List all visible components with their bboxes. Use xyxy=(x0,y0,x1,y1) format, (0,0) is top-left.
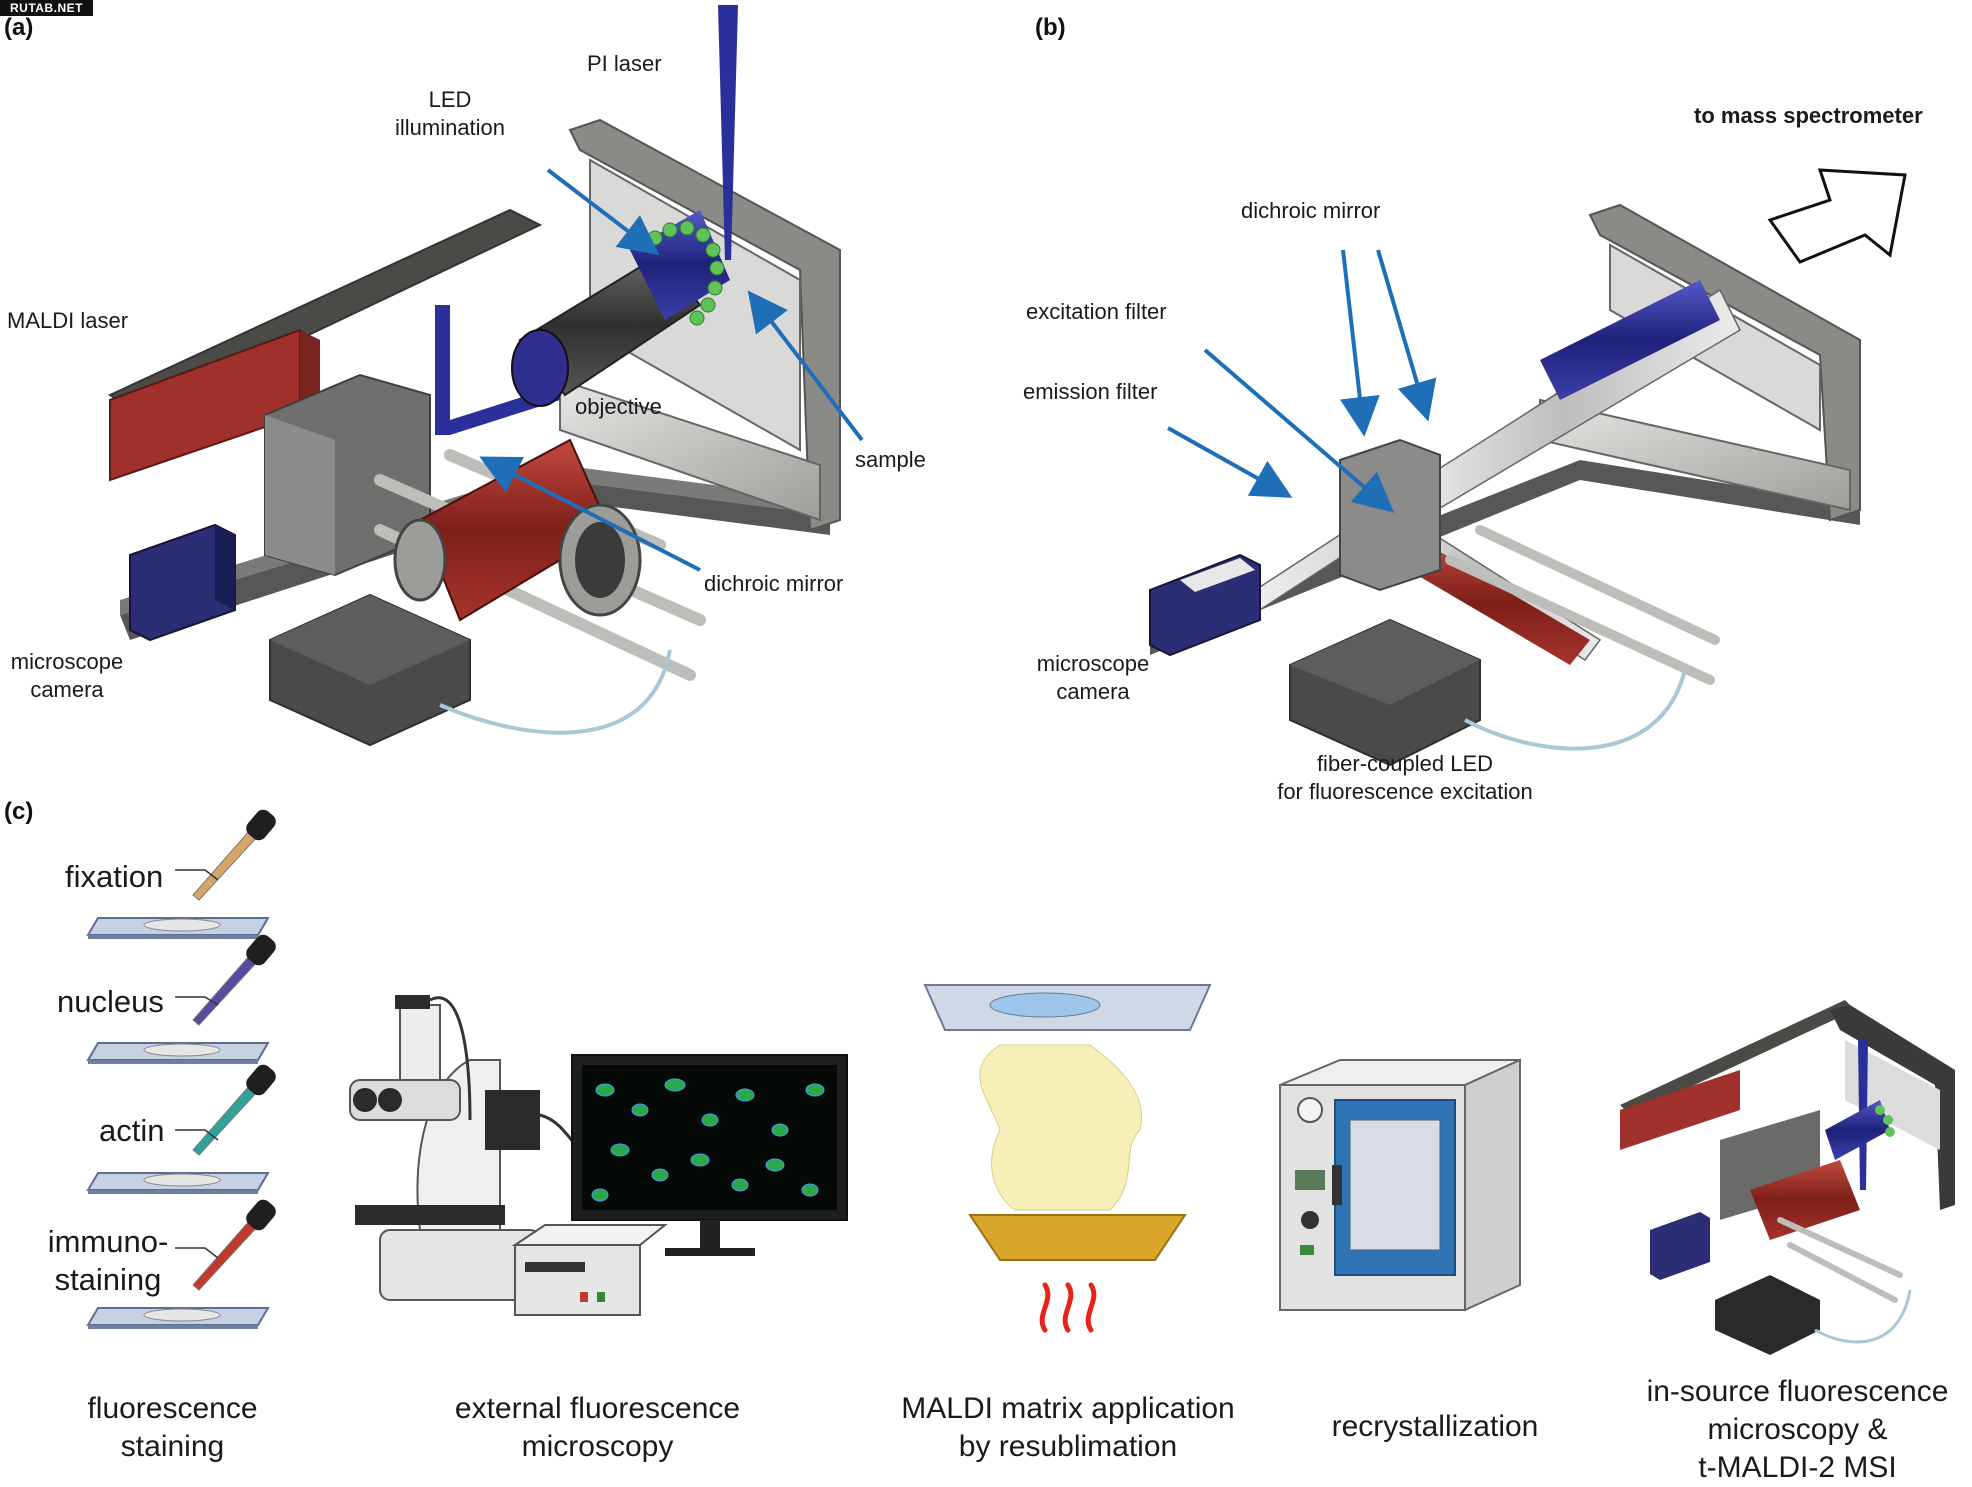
panel-b-instrument xyxy=(1149,168,1907,767)
staining-slides xyxy=(86,809,276,1329)
label-dichroic-mirror-b: dichroic mirror xyxy=(1241,198,1381,223)
slide-nucleus xyxy=(86,934,276,1064)
slide-fixation xyxy=(86,809,276,939)
panel-b-tag: (b) xyxy=(1035,14,1066,41)
label-dichroic-mirror-a: dichroic mirror xyxy=(704,571,844,596)
label-immunostaining: immuno- staining xyxy=(47,1224,169,1297)
cell-pattern xyxy=(591,1078,825,1202)
label-sample: sample xyxy=(855,447,926,472)
to-ms-arrow-icon xyxy=(1767,168,1907,264)
label-to-mass-spectrometer: to mass spectrometer xyxy=(1694,103,1923,128)
source-badge: RUTAB.NET xyxy=(0,0,93,16)
resublimation-illustration xyxy=(923,984,1212,1333)
label-emission-filter: emission filter xyxy=(1023,379,1158,404)
panel-a-tag: (a) xyxy=(4,14,34,41)
microscope-illustration xyxy=(349,995,848,1316)
label-objective: objective xyxy=(575,394,662,419)
caption-maldi-matrix-application: MALDI matrix application by resublimatio… xyxy=(901,1392,1235,1463)
in-source-instrument-illustration xyxy=(1620,1000,1955,1355)
label-actin: actin xyxy=(99,1113,165,1148)
label-fiber-coupled-led: fiber-coupled LED for fluorescence excit… xyxy=(1277,751,1533,804)
oven-illustration xyxy=(1279,1058,1521,1312)
label-microscope-camera-a: microscope camera xyxy=(10,649,124,702)
label-fixation: fixation xyxy=(65,859,164,894)
slide-actin xyxy=(86,1064,276,1194)
label-microscope-camera-b: microscope camera xyxy=(1036,651,1150,704)
slide-immunostaining xyxy=(86,1199,276,1329)
label-nucleus: nucleus xyxy=(57,984,164,1019)
label-led-illumination: LED illumination xyxy=(394,87,506,140)
caption-recrystallization: recrystallization xyxy=(1331,1410,1539,1443)
panel-c-tag: (c) xyxy=(4,798,34,825)
caption-external-fluorescence-microscopy: external fluorescence microscopy xyxy=(454,1392,741,1463)
label-maldi-laser: MALDI laser xyxy=(7,308,129,333)
caption-fluorescence-staining: fluorescence staining xyxy=(87,1392,258,1463)
label-pi-laser: PI laser xyxy=(587,51,662,76)
heat-waves-icon xyxy=(1039,1282,1097,1333)
label-excitation-filter: excitation filter xyxy=(1026,299,1167,324)
panel-a-instrument xyxy=(107,5,864,747)
caption-in-source-fluorescence: in-source fluorescence microscopy & t-MA… xyxy=(1646,1375,1949,1484)
